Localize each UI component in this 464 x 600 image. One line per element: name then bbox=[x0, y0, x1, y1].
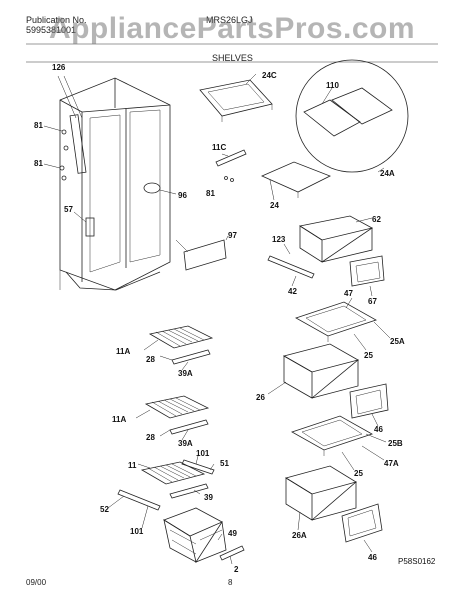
callout-97: 97 bbox=[228, 231, 237, 240]
part-97 bbox=[175, 235, 229, 271]
callout-11c: 11C bbox=[212, 143, 226, 152]
callout-101-upper: 101 bbox=[196, 449, 210, 458]
handle-2 bbox=[219, 545, 245, 565]
diagram-code: P58S0162 bbox=[398, 557, 436, 566]
pan-26a bbox=[285, 465, 357, 531]
part-96 bbox=[143, 182, 177, 195]
callout-47: 47 bbox=[344, 289, 353, 298]
callout-24c: 24C bbox=[262, 71, 277, 80]
callout-96: 96 bbox=[178, 191, 187, 200]
callout-28-lower: 28 bbox=[146, 433, 155, 442]
callout-46-upper: 46 bbox=[374, 425, 383, 434]
callout-26a: 26A bbox=[292, 531, 307, 540]
wire-shelf-11a-lower bbox=[135, 395, 210, 441]
publication-label: Publication No. bbox=[26, 15, 87, 25]
callout-24: 24 bbox=[270, 201, 279, 210]
callout-25b: 25B bbox=[388, 439, 403, 448]
callout-11: 11 bbox=[128, 461, 137, 470]
callout-24a: 24A bbox=[380, 169, 395, 178]
pan-62 bbox=[298, 215, 374, 263]
cabinet-drawing bbox=[59, 77, 171, 291]
callout-110: 110 bbox=[326, 81, 339, 90]
bracket-57 bbox=[73, 211, 95, 237]
callout-49: 49 bbox=[228, 529, 237, 538]
footer-page-number: 8 bbox=[228, 578, 233, 587]
section-title: SHELVES bbox=[212, 53, 253, 63]
shelf-24 bbox=[261, 161, 331, 201]
callout-11a-lower: 11A bbox=[112, 415, 126, 424]
callout-126: 126 bbox=[52, 63, 66, 72]
footer-date: 09/00 bbox=[26, 578, 47, 587]
callout-62: 62 bbox=[372, 215, 381, 224]
pan-front-46 bbox=[349, 383, 389, 427]
publication-number: 5995381001 bbox=[26, 25, 77, 35]
pan-26 bbox=[267, 343, 360, 399]
callout-42: 42 bbox=[288, 287, 297, 296]
callout-123: 123 bbox=[272, 235, 286, 244]
callout-81-lower: 81 bbox=[34, 159, 43, 168]
callout-67: 67 bbox=[368, 297, 377, 306]
callout-39a-upper: 39A bbox=[178, 369, 193, 378]
callout-57: 57 bbox=[64, 205, 73, 214]
pan-front-67 bbox=[349, 255, 385, 297]
callout-39: 39 bbox=[204, 493, 213, 502]
screws-81 bbox=[43, 125, 69, 181]
callout-25-upper: 25 bbox=[364, 351, 373, 360]
callout-52: 52 bbox=[100, 505, 109, 514]
callout-51: 51 bbox=[220, 459, 229, 468]
callout-101-lower: 101 bbox=[130, 527, 144, 536]
callout-28-upper: 28 bbox=[146, 355, 155, 364]
callout-2: 2 bbox=[234, 565, 239, 574]
callout-81-upper: 81 bbox=[34, 121, 43, 130]
cover-47 bbox=[295, 297, 391, 351]
vertical-rail-126 bbox=[57, 75, 87, 174]
shelf-24c bbox=[199, 73, 273, 122]
rail-11c bbox=[215, 149, 247, 182]
model-number: MRS26LGJ bbox=[206, 15, 253, 25]
callout-81-rail: 81 bbox=[206, 189, 215, 198]
wire-shelf-11 bbox=[137, 455, 215, 499]
pan-front-46-lower bbox=[341, 503, 383, 553]
basket-49 bbox=[107, 489, 227, 563]
callout-25a: 25A bbox=[390, 337, 405, 346]
callout-26: 26 bbox=[256, 393, 265, 402]
callout-46-lower: 46 bbox=[368, 553, 377, 562]
callout-11a-upper: 11A bbox=[116, 347, 130, 356]
wire-shelf-11a-upper bbox=[143, 325, 214, 371]
rail-42 bbox=[267, 243, 315, 287]
watermark: AppliancePartsPros.com bbox=[48, 12, 416, 45]
detail-circle bbox=[295, 59, 409, 173]
callout-39a-lower: 39A bbox=[178, 439, 193, 448]
cover-47a bbox=[291, 415, 387, 471]
callout-25-lower: 25 bbox=[354, 469, 363, 478]
callout-47a: 47A bbox=[384, 459, 399, 468]
